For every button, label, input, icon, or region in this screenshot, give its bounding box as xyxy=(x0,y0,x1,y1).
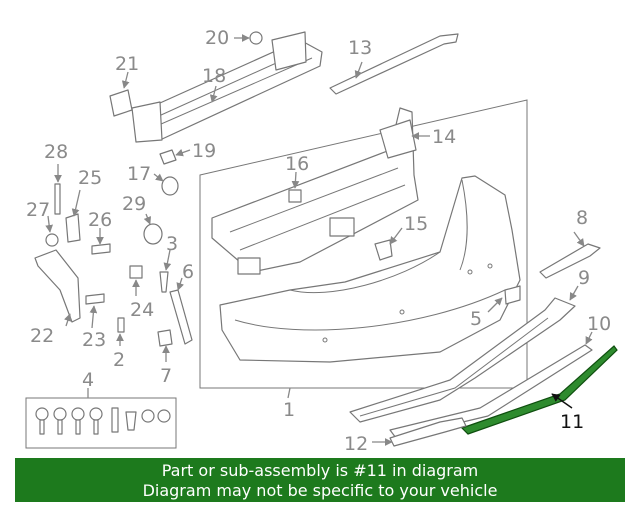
part-27-clip xyxy=(45,233,59,247)
callout-28: 28 xyxy=(44,141,68,163)
callout-29: 29 xyxy=(122,193,146,215)
callout-24: 24 xyxy=(130,299,154,321)
part-5-cap xyxy=(504,285,521,305)
part-8-trim xyxy=(539,243,601,279)
callout-3: 3 xyxy=(166,233,178,255)
part-7-clip xyxy=(157,329,173,347)
part-2-screw xyxy=(117,317,125,333)
part-3-stud xyxy=(159,271,169,293)
part-16-clip xyxy=(288,189,302,203)
part-6-bracket xyxy=(169,289,193,345)
part-18-reinforcement xyxy=(131,31,323,143)
part-9-diffuser xyxy=(349,297,576,423)
callout-21: 21 xyxy=(115,53,139,75)
callout-16: 16 xyxy=(285,153,309,175)
callout-11: 11 xyxy=(560,411,584,433)
callout-17: 17 xyxy=(127,163,151,185)
part-14-bracket xyxy=(211,107,419,275)
callout-15: 15 xyxy=(404,213,428,235)
banner-line-2: Diagram may not be specific to your vehi… xyxy=(142,481,498,500)
part-22-bracket xyxy=(34,249,81,323)
banner-line-1: Part or sub-assembly is #11 in diagram xyxy=(161,461,479,480)
part-13-strip xyxy=(329,33,459,95)
callout-26: 26 xyxy=(88,209,112,231)
callout-12: 12 xyxy=(344,433,368,455)
callout-2: 2 xyxy=(113,349,125,371)
callout-10: 10 xyxy=(587,313,611,335)
callout-4: 4 xyxy=(82,369,94,391)
callout-13: 13 xyxy=(348,37,372,59)
leader-lines xyxy=(45,34,593,446)
callout-25: 25 xyxy=(78,167,102,189)
part-29-grommet xyxy=(143,223,163,245)
part-24-nut xyxy=(129,265,143,279)
part-4-hardware-kit xyxy=(25,397,177,449)
part-15-clip xyxy=(374,239,393,261)
callout-27: 27 xyxy=(26,199,50,221)
callout-18: 18 xyxy=(202,65,226,87)
part-25-clip xyxy=(65,213,81,243)
part-19-bolt xyxy=(159,149,177,165)
callout-22: 22 xyxy=(30,325,54,347)
callout-8: 8 xyxy=(576,207,588,229)
callout-6: 6 xyxy=(182,261,194,283)
callout-20: 20 xyxy=(205,27,229,49)
callout-23: 23 xyxy=(82,329,106,351)
callout-7: 7 xyxy=(160,365,172,387)
callouts: 1 2 3 4 5 6 7 8 9 10 11 12 13 14 15 16 1… xyxy=(26,27,611,455)
info-banner: Part or sub-assembly is #11 in diagram D… xyxy=(15,458,625,502)
part-12-strip xyxy=(389,417,467,447)
part-28-pin xyxy=(54,183,61,215)
part-26-bolt xyxy=(91,243,111,255)
callout-5: 5 xyxy=(470,308,482,330)
callout-9: 9 xyxy=(578,267,590,289)
part-20-nut xyxy=(249,31,263,45)
callout-1: 1 xyxy=(283,399,295,421)
parts-diagram: 1 2 3 4 5 6 7 8 9 10 11 12 13 14 15 16 1… xyxy=(25,27,618,455)
part-23-screw xyxy=(85,293,105,305)
bumper-cover xyxy=(219,175,521,363)
part-17-grommet xyxy=(161,176,179,196)
part-21-cover xyxy=(109,89,133,117)
callout-14: 14 xyxy=(432,126,456,148)
callout-19: 19 xyxy=(192,140,216,162)
